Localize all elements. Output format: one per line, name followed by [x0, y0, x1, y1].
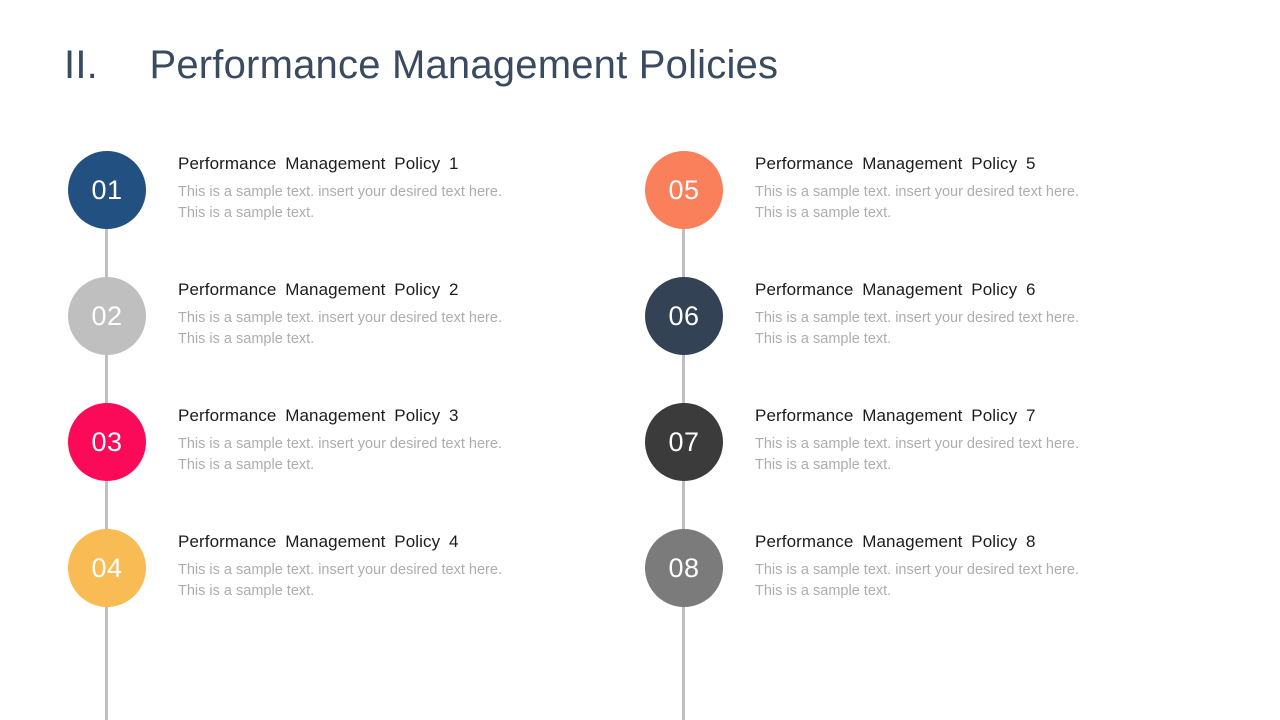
item-heading: Performance Management Policy 3	[178, 406, 459, 425]
item-body: This is a sample text. insert your desir…	[755, 184, 1079, 222]
item-body: This is a sample text. insert your desir…	[178, 184, 502, 222]
item-body: This is a sample text. insert your desir…	[178, 562, 502, 600]
left-column: 01 Performance Management Policy 1 This …	[68, 151, 548, 720]
list-item[interactable]: 01 Performance Management Policy 1 This …	[68, 151, 548, 277]
list-item[interactable]: 06 Performance Management Policy 6 This …	[645, 277, 1125, 403]
item-text-block: Performance Management Policy 4 This is …	[178, 532, 538, 602]
step-badge-02[interactable]: 02	[68, 277, 146, 355]
item-body: This is a sample text. insert your desir…	[178, 310, 502, 348]
step-badge-06[interactable]: 06	[645, 277, 723, 355]
item-text-block: Performance Management Policy 6 This is …	[755, 280, 1115, 350]
step-badge-03[interactable]: 03	[68, 403, 146, 481]
item-heading: Performance Management Policy 8	[755, 532, 1036, 551]
list-item[interactable]: 03 Performance Management Policy 3 This …	[68, 403, 548, 529]
item-text-block: Performance Management Policy 5 This is …	[755, 154, 1115, 224]
item-body: This is a sample text. insert your desir…	[755, 310, 1079, 348]
right-column: 05 Performance Management Policy 5 This …	[645, 151, 1125, 720]
item-body: This is a sample text. insert your desir…	[178, 436, 502, 474]
step-badge-04[interactable]: 04	[68, 529, 146, 607]
step-badge-01[interactable]: 01	[68, 151, 146, 229]
item-heading: Performance Management Policy 5	[755, 154, 1036, 173]
step-badge-08[interactable]: 08	[645, 529, 723, 607]
item-heading: Performance Management Policy 2	[178, 280, 459, 299]
item-heading: Performance Management Policy 7	[755, 406, 1036, 425]
item-text-block: Performance Management Policy 2 This is …	[178, 280, 538, 350]
item-heading: Performance Management Policy 6	[755, 280, 1036, 299]
list-item[interactable]: 04 Performance Management Policy 4 This …	[68, 529, 548, 655]
list-item[interactable]: 05 Performance Management Policy 5 This …	[645, 151, 1125, 277]
step-badge-07[interactable]: 07	[645, 403, 723, 481]
item-text-block: Performance Management Policy 1 This is …	[178, 154, 538, 224]
step-badge-05[interactable]: 05	[645, 151, 723, 229]
item-body: This is a sample text. insert your desir…	[755, 436, 1079, 474]
page-title: II. Performance Management Policies	[64, 43, 779, 87]
item-text-block: Performance Management Policy 3 This is …	[178, 406, 538, 476]
item-body: This is a sample text. insert your desir…	[755, 562, 1079, 600]
list-item[interactable]: 02 Performance Management Policy 2 This …	[68, 277, 548, 403]
item-text-block: Performance Management Policy 7 This is …	[755, 406, 1115, 476]
list-item[interactable]: 07 Performance Management Policy 7 This …	[645, 403, 1125, 529]
item-heading: Performance Management Policy 1	[178, 154, 459, 173]
list-item[interactable]: 08 Performance Management Policy 8 This …	[645, 529, 1125, 655]
item-text-block: Performance Management Policy 8 This is …	[755, 532, 1115, 602]
item-heading: Performance Management Policy 4	[178, 532, 459, 551]
